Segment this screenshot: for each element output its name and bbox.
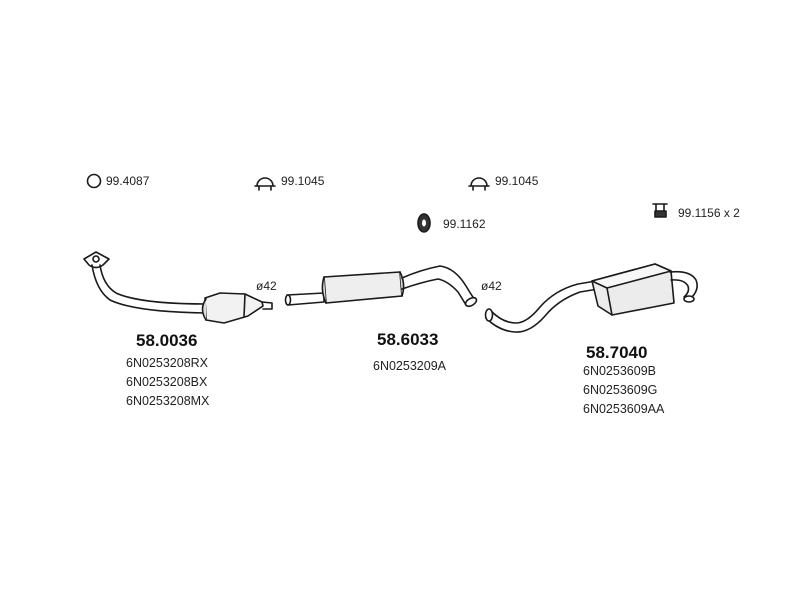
clamp-icon [254,177,276,191]
oem-code: 6N0253609B [583,364,656,378]
accessory-code-label: 99.1156 x 2 [678,206,740,220]
hanger-bracket-icon [652,203,668,218]
rubber-mount-icon [417,213,431,233]
oem-code-list: 6N0253208RX 6N0253208BX 6N0253208MX [126,354,209,411]
part-number: 58.7040 [586,343,648,362]
diameter-label: ø42 [481,279,502,293]
oem-code: 6N0253208BX [126,375,208,389]
oem-code: 6N0253208MX [126,394,210,408]
oem-code: 6N0253209A [373,359,446,373]
accessory-code-label: 99.4087 [106,174,150,188]
oem-code-list: 6N0253609B 6N0253609G 6N0253609AA [583,362,664,419]
accessory-code-label: 99.1045 [281,174,325,188]
oem-code: 6N0253208RX [126,356,209,370]
gasket-icon [86,173,102,189]
accessory-code-label: 99.1045 [495,174,539,188]
center-resonator [284,265,478,308]
part-number: 58.6033 [377,330,439,349]
clamp-icon [468,177,490,191]
oem-code: 6N0253609AA [583,402,665,416]
accessory-code-label: 99.1162 [443,217,486,231]
part-number: 58.0036 [136,331,198,350]
rear-silencer [484,263,698,333]
oem-code-list: 6N0253209A [373,357,446,376]
front-pipe-catalyst [83,251,273,324]
diameter-label: ø42 [256,279,277,293]
oem-code: 6N0253609G [583,383,658,397]
